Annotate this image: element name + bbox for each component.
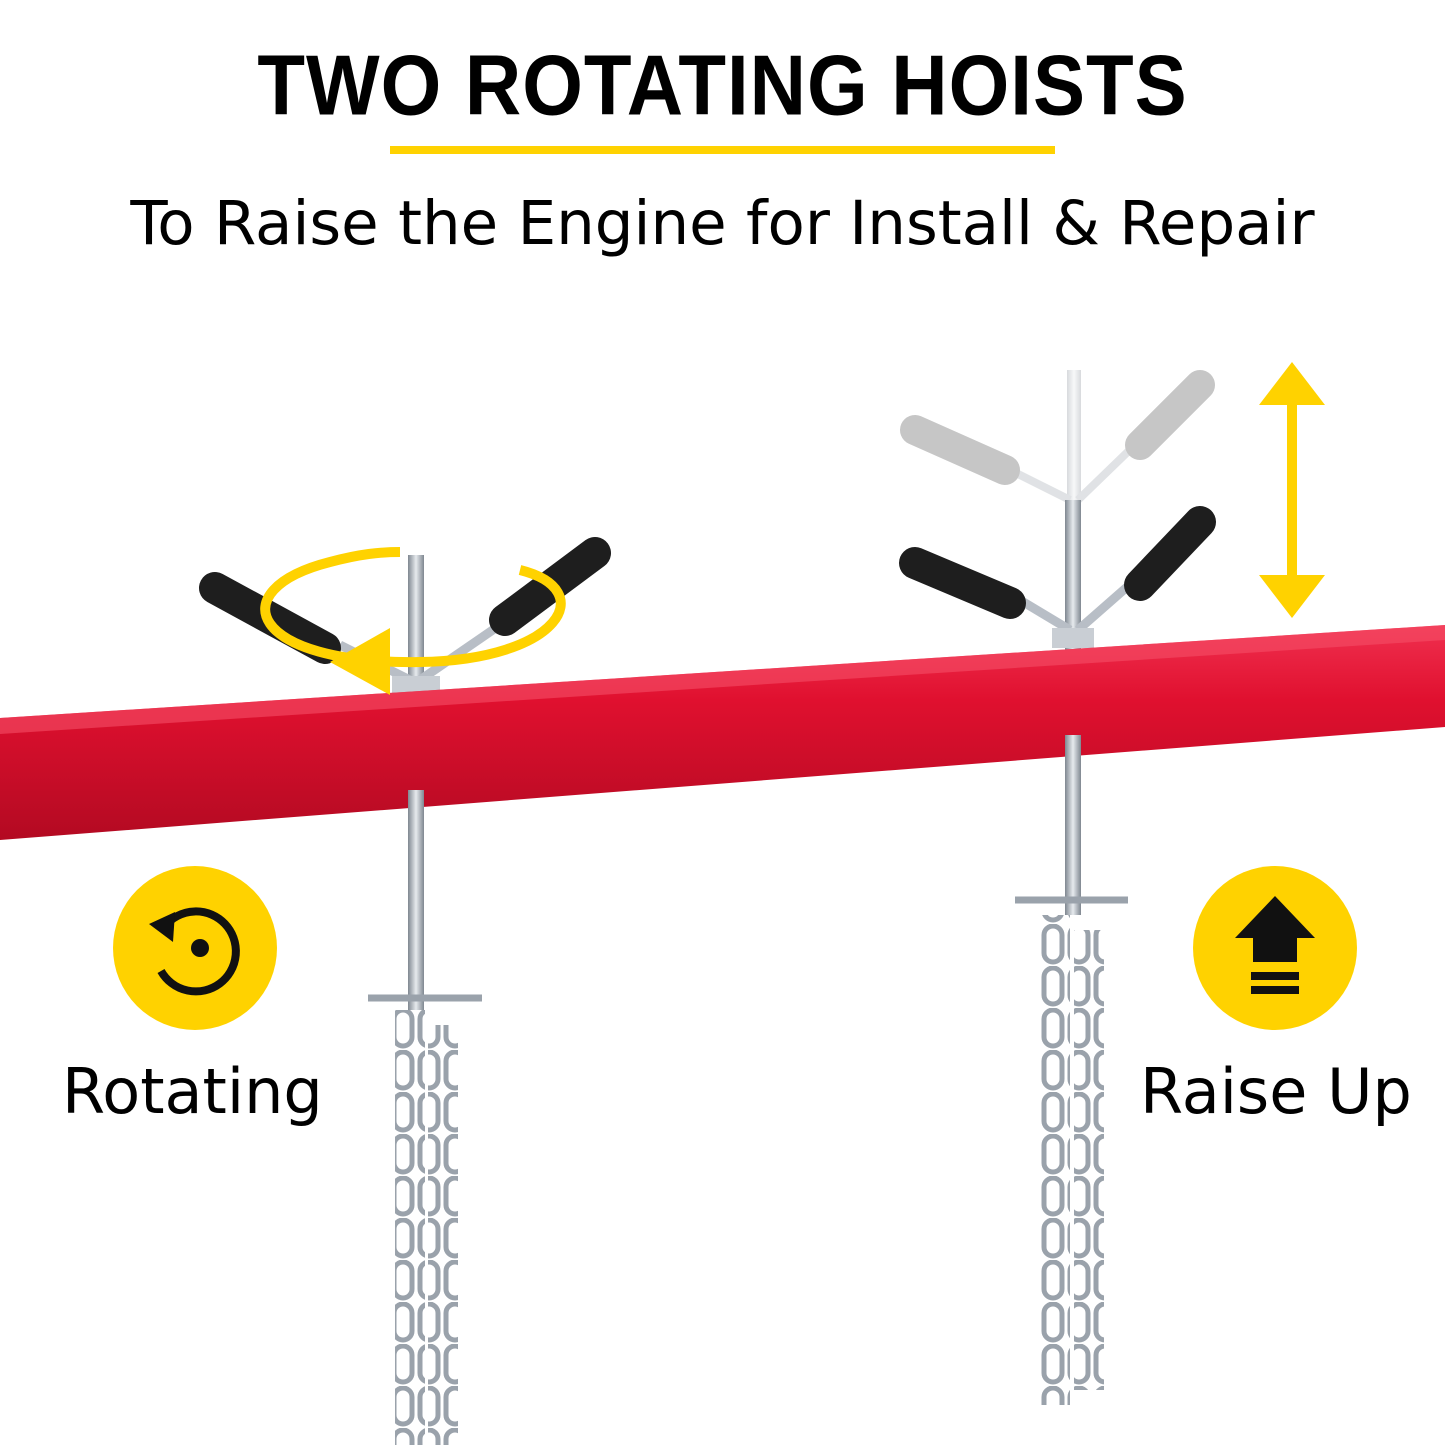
right-chain bbox=[1015, 896, 1128, 1405]
up-down-arrow-icon bbox=[1259, 362, 1325, 618]
rotate-icon bbox=[149, 907, 240, 996]
raise-badge bbox=[1193, 866, 1357, 1030]
page-title: TWO ROTATING HOISTS bbox=[257, 36, 1188, 134]
ghost-handle-position bbox=[900, 370, 1215, 530]
red-beam bbox=[0, 625, 1445, 840]
rotation-arrow-icon bbox=[260, 547, 566, 695]
left-chain bbox=[368, 994, 482, 1445]
title-underline bbox=[390, 146, 1055, 154]
rotating-label: Rotating bbox=[62, 1055, 323, 1128]
right-hoist-handles[interactable] bbox=[899, 506, 1216, 648]
raise-up-label: Raise Up bbox=[1140, 1055, 1412, 1128]
rotate-badge bbox=[113, 866, 277, 1030]
page-subtitle: To Raise the Engine for Install & Repair bbox=[130, 188, 1315, 259]
raise-up-arrow-icon bbox=[1235, 896, 1315, 994]
